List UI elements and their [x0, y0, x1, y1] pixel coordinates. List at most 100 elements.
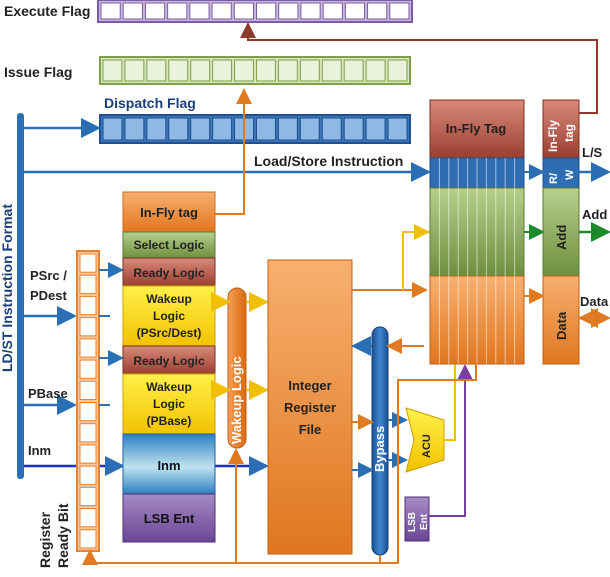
- ready-bit-cell: [79, 338, 97, 358]
- lsq-out-add: Add: [582, 207, 607, 222]
- wakeup-pbase-line1: Wakeup: [146, 380, 192, 394]
- lsq-out-data: Data: [580, 294, 609, 309]
- inm-block-text: Inm: [157, 458, 180, 473]
- issue-flag-cell: [102, 59, 123, 82]
- dispatch-flag-cell: [256, 117, 276, 141]
- integer-register-file: [267, 259, 353, 555]
- ready-bit-cell: [79, 529, 97, 549]
- dispatch-flag-cell: [321, 117, 342, 141]
- register-file-line3: File: [299, 422, 321, 437]
- execute-flag-cell: [256, 2, 277, 20]
- wakeup-psrc-line1: Wakeup: [146, 292, 192, 306]
- issue-flag-cell: [321, 59, 342, 82]
- issue-flag-cell: [365, 59, 386, 82]
- execute-flag-cell: [167, 2, 188, 20]
- dispatch-flag-cell: [146, 117, 167, 141]
- psrc-label-line1: PSrc /: [30, 268, 67, 283]
- issue-flag-cell: [277, 59, 298, 82]
- dispatch-flag-cell: [343, 117, 364, 141]
- select-logic-text: Select Logic: [134, 238, 205, 252]
- ready-bit-cell: [79, 444, 97, 464]
- dispatch-flag-cell: [299, 117, 320, 141]
- ready-bit-cell: [79, 486, 97, 507]
- dispatch-flag-cell: [212, 117, 233, 141]
- lsq-col-inflight-line1: In-Fly: [546, 120, 560, 152]
- dispatch-flag-cell: [365, 117, 386, 141]
- issue-flag-bar: [99, 56, 411, 85]
- wakeup-pbase-block: [122, 373, 216, 435]
- ready-bit-cell: [79, 402, 97, 422]
- inm-input-label: Inm: [28, 443, 51, 458]
- wakeup-logic-vertical-text: Wakeup Logic: [229, 356, 244, 444]
- execute-flag-cell: [189, 2, 210, 20]
- lsq-inflight-tag-text: In-Fly Tag: [446, 121, 506, 136]
- lsb-ent-text: LSB Ent: [144, 511, 195, 526]
- issue-flag-cell: [168, 59, 189, 82]
- ready-bit-cell: [79, 359, 97, 379]
- execute-flag-cell: [300, 2, 321, 20]
- dispatch-flag-cell: [387, 117, 408, 141]
- dispatch-flag-cell: [168, 117, 189, 141]
- register-file-line1: Integer: [288, 378, 331, 393]
- pbase-label: PBase: [28, 386, 68, 401]
- dispatch-flag-cell: [190, 117, 211, 141]
- acu-unit: [405, 407, 445, 473]
- register-ready-label-line1: Register: [37, 511, 53, 568]
- wakeup-psrc-line2: Logic: [153, 309, 185, 323]
- lsq-col-inflight: [542, 99, 580, 159]
- lsb-ent-small-line1: LSB: [407, 512, 418, 532]
- ready-bit-cell: [79, 508, 97, 528]
- lsq-col-data: [542, 275, 580, 365]
- ready-bit-cell: [79, 274, 97, 294]
- lsb-ent-small-line2: Ent: [419, 513, 430, 530]
- execute-flag-cell: [122, 2, 143, 20]
- execute-flag-cell: [322, 2, 343, 20]
- lsq-col-add-text: Add: [554, 225, 569, 250]
- dispatch-flag-cell: [277, 117, 298, 141]
- inflight-tag-text: In-Fly tag: [140, 205, 198, 220]
- lsq-out-ls: L/S: [582, 145, 603, 160]
- execute-flag-cell: [233, 2, 255, 20]
- ldst-format-bar: [17, 113, 24, 479]
- register-ready-label-line2: Ready Bit: [55, 503, 71, 568]
- ready-bit-cell: [79, 423, 97, 443]
- execute-flag-cell: [344, 2, 366, 20]
- execute-flag-cell: [389, 2, 410, 20]
- register-file-line2: Register: [284, 400, 336, 415]
- dispatch-flag-bar: [99, 114, 411, 144]
- dispatch-flag-cell: [124, 117, 145, 141]
- lsq-col-data-text: Data: [554, 311, 569, 340]
- issue-flag-cell: [190, 59, 211, 82]
- wakeup-pbase-line3: (PBase): [147, 414, 192, 428]
- issue-flag-cell: [299, 59, 320, 82]
- bypass-text: Bypass: [372, 426, 387, 472]
- loadstore-instruction-label: Load/Store Instruction: [254, 153, 403, 169]
- issue-flag-cell: [146, 59, 167, 82]
- execute-flag-bar: [97, 0, 413, 23]
- ready-bit-cell: [79, 295, 97, 316]
- execute-flag-cell: [144, 2, 166, 20]
- issue-flag-cell: [256, 59, 276, 82]
- ready-bit-cell: [79, 465, 97, 485]
- load-store-queue: [429, 99, 525, 365]
- register-ready-bit-column: [76, 250, 100, 552]
- ldst-format-label: LD/ST Instruction Format: [0, 204, 15, 372]
- ready-logic-top-text: Ready Logic: [133, 266, 205, 280]
- execute-flag-cell: [278, 2, 299, 20]
- lsq-col-add: [542, 187, 580, 277]
- lsq-col-rw: [542, 157, 580, 189]
- issue-flag-cell: [387, 59, 408, 82]
- ready-bit-cell: [79, 253, 97, 273]
- execute-flag-cell: [211, 2, 232, 20]
- psrc-label-line2: PDest: [30, 288, 68, 303]
- ready-bit-cell: [79, 380, 97, 400]
- issue-flag-cell: [234, 59, 254, 82]
- lsq-col-rw-line1: R/: [548, 173, 560, 184]
- ready-logic-bottom-block: [122, 345, 216, 375]
- acu-text: ACU: [421, 434, 433, 458]
- lsq-col-inflight-line2: tag: [562, 124, 576, 142]
- lsq-col-rw-line2: W: [564, 169, 576, 180]
- wakeup-pbase-line2: Logic: [153, 397, 185, 411]
